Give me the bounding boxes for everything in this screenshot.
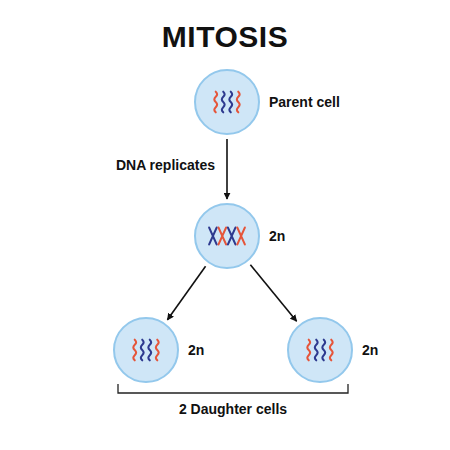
step-label: DNA replicates: [114, 157, 217, 173]
process-arrow: [250, 265, 296, 322]
cell-label: Parent cell: [269, 94, 340, 110]
chromosome-art: [196, 71, 258, 133]
bracket-label: 2 Daughter cells: [179, 401, 287, 417]
process-arrow: [226, 139, 228, 199]
daughter-bracket: [118, 384, 348, 393]
chromosome-art: [115, 319, 177, 381]
chromosome-art: [289, 319, 351, 381]
cell-node: Parent cell: [194, 69, 340, 135]
cell-circle: [194, 69, 260, 135]
ploidy-label: 2n: [269, 228, 285, 244]
cell-node: 2n: [194, 203, 285, 269]
ploidy-label: 2n: [188, 342, 204, 358]
cell-circle: [194, 203, 260, 269]
chromosome-art: [196, 205, 258, 267]
ploidy-label: 2n: [362, 342, 378, 358]
cell-circle: [113, 317, 179, 383]
diagram-title: MITOSIS: [0, 20, 450, 54]
cell-circle: [287, 317, 353, 383]
process-arrow: [167, 266, 205, 320]
cell-node: 2n: [287, 317, 378, 383]
cell-node: 2n: [113, 317, 204, 383]
